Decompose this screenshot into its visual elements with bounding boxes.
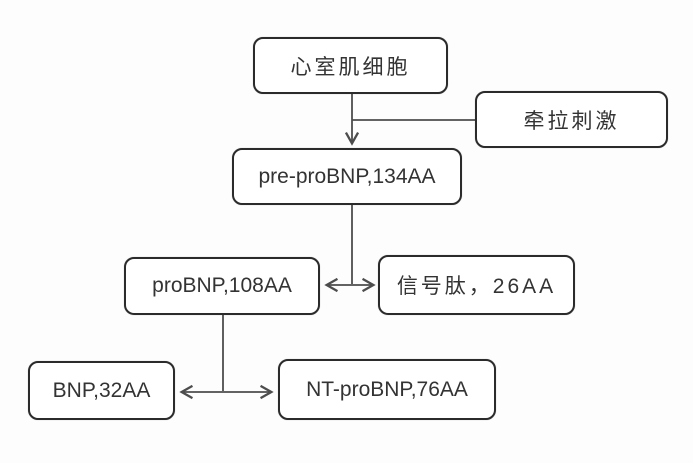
node-probnp: proBNP,108AA (124, 257, 320, 315)
node-stretch-stimulus: 牵拉刺激 (475, 91, 668, 148)
node-nt-probnp: NT-proBNP,76AA (278, 359, 496, 420)
node-ventricular-myocyte: 心室肌细胞 (253, 37, 448, 94)
node-signal-peptide: 信号肽，26AA (378, 255, 575, 315)
node-bnp: BNP,32AA (28, 361, 175, 420)
node-pre-probnp: pre-proBNP,134AA (232, 148, 462, 205)
